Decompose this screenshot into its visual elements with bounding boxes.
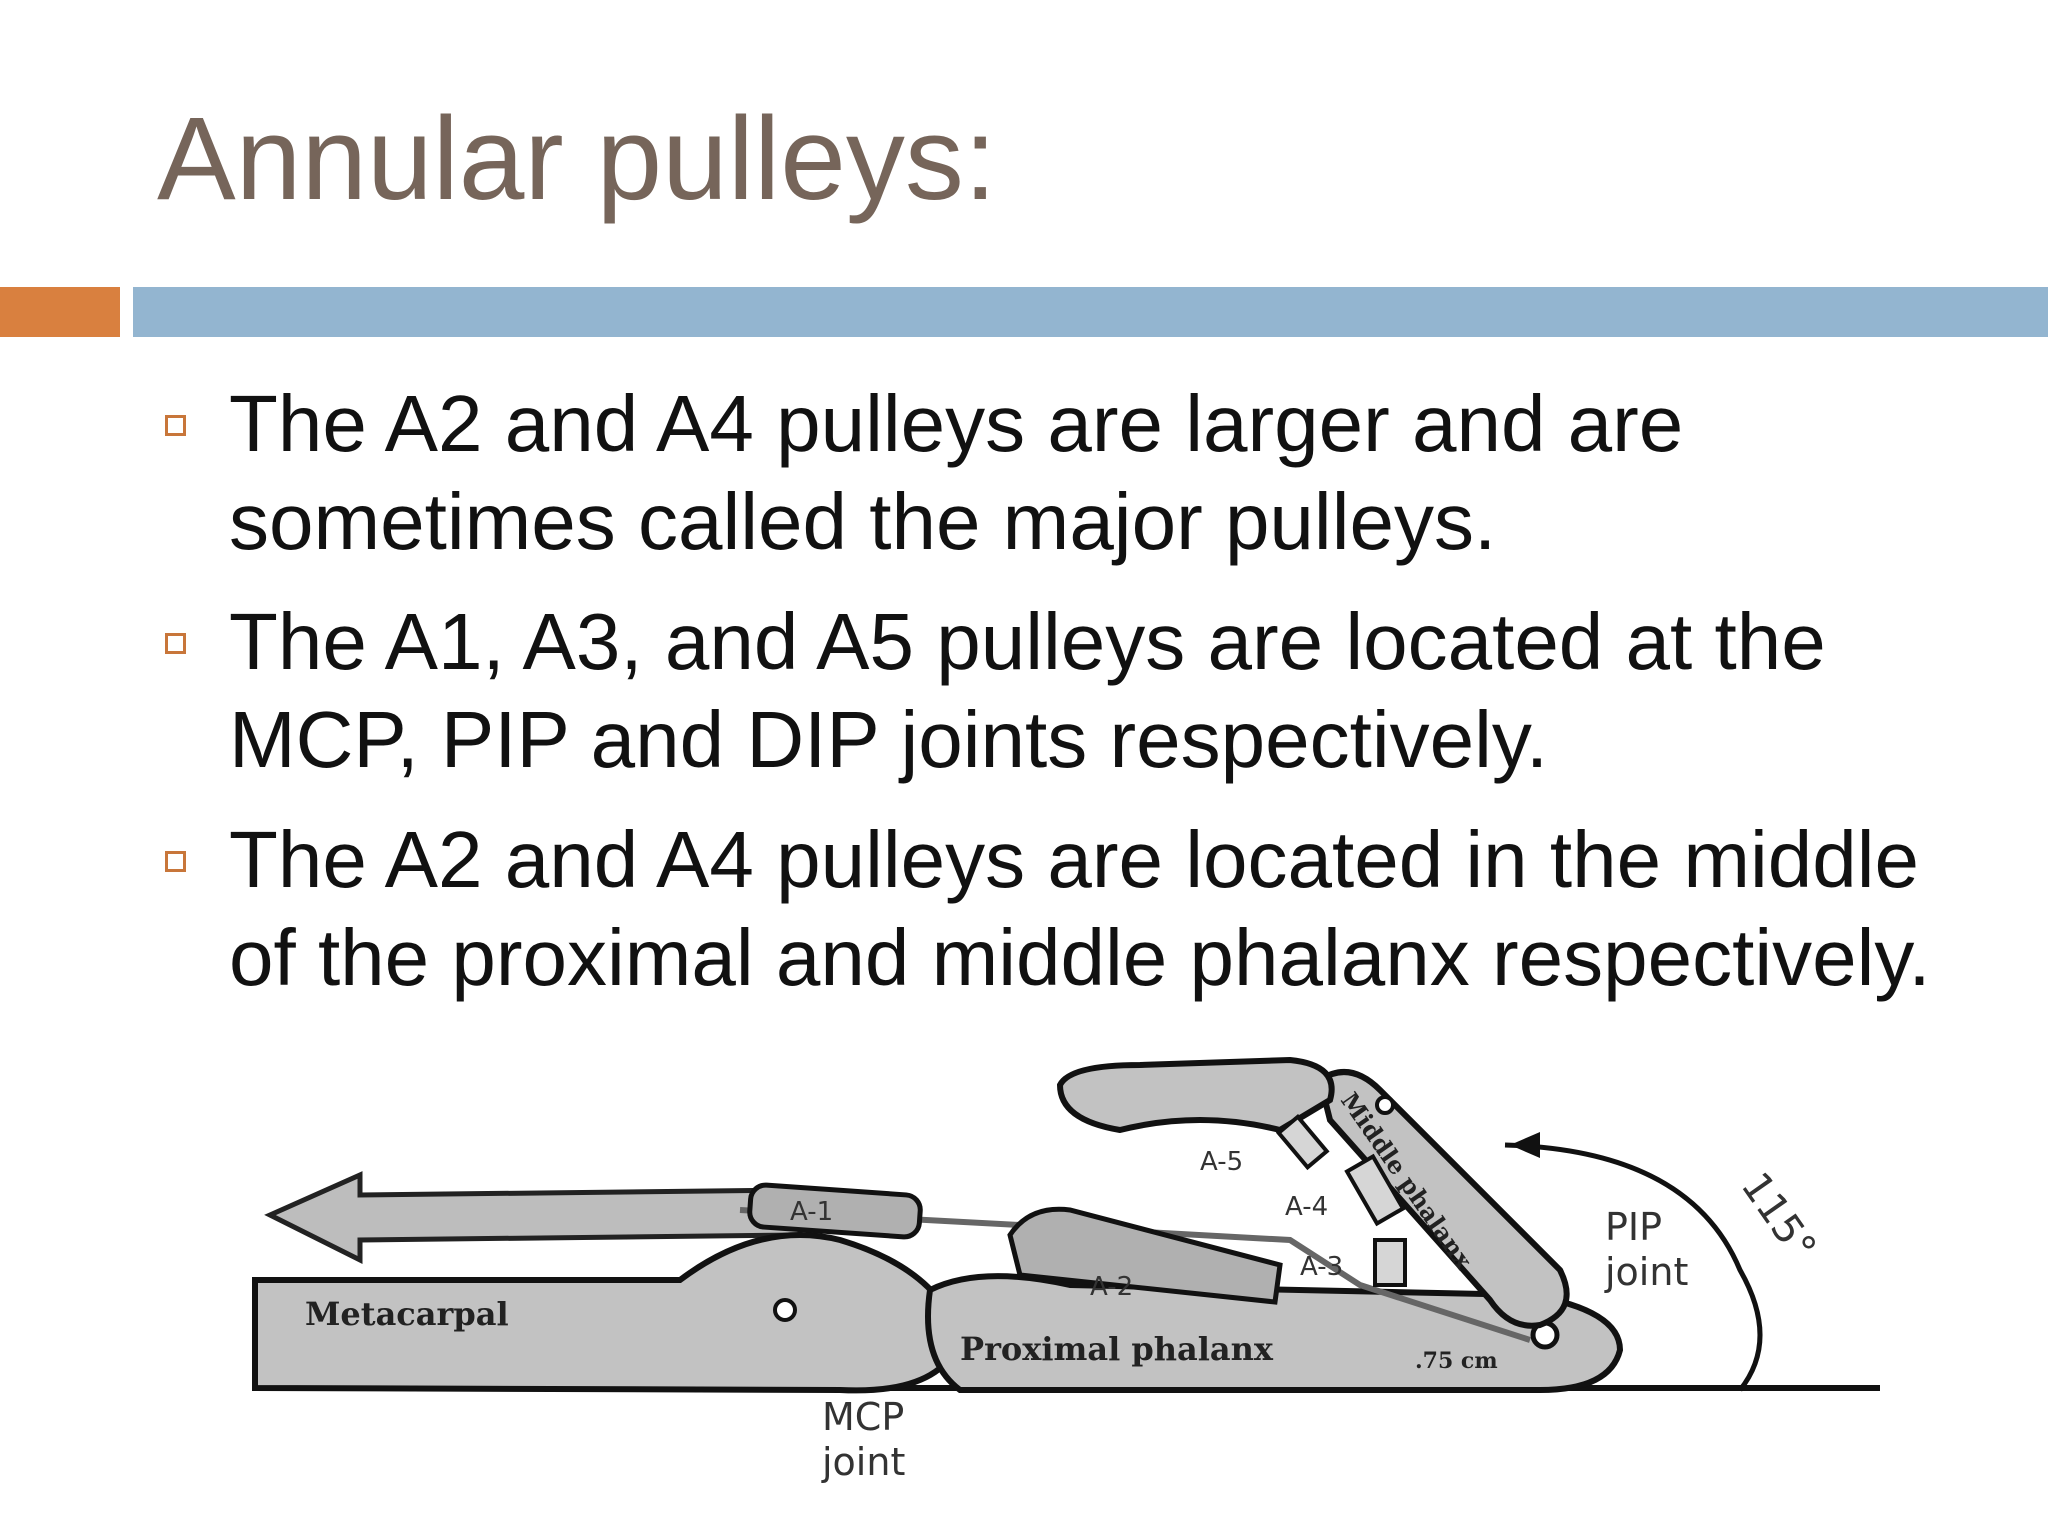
bullet-text: The A2 and A4 pulleys are larger and are… bbox=[229, 379, 1684, 566]
a4-pulley bbox=[1344, 1153, 1406, 1227]
label-mcp-line2: joint bbox=[821, 1440, 905, 1484]
proximal-phalanx-bone bbox=[925, 1273, 1624, 1393]
bullet-item: The A1, A3, and A5 pulleys are located a… bbox=[157, 593, 1957, 789]
label-angle: 115° bbox=[1732, 1164, 1825, 1269]
label-pip-line2: joint bbox=[1604, 1250, 1688, 1294]
a3-pulley bbox=[1373, 1238, 1407, 1287]
bullet-text: The A1, A3, and A5 pulleys are located a… bbox=[229, 597, 1826, 784]
a5-pulley bbox=[1275, 1113, 1330, 1171]
a2-pulley bbox=[1007, 1206, 1283, 1305]
mcp-pivot-icon bbox=[773, 1298, 797, 1322]
label-distance: .75 cm bbox=[1415, 1348, 1498, 1374]
pull-arrow-icon bbox=[264, 1171, 803, 1265]
bullet-item: The A2 and A4 pulleys are larger and are… bbox=[157, 375, 1957, 571]
label-a3: A-3 bbox=[1300, 1252, 1343, 1282]
flexion-angle-arc bbox=[1504, 1142, 1763, 1392]
finger-pulley-diagram: Metacarpal Proximal phalanx Middle phala… bbox=[240, 1040, 1900, 1510]
label-a1: A-1 bbox=[790, 1197, 833, 1227]
bullet-item: The A2 and A4 pulleys are located in the… bbox=[157, 811, 1957, 1007]
label-mcp-line1: MCP bbox=[822, 1395, 904, 1439]
label-a2: A-2 bbox=[1090, 1272, 1133, 1302]
square-bullet-icon bbox=[165, 415, 186, 436]
middle-phalanx-bone bbox=[1316, 1069, 1570, 1329]
a1-pulley bbox=[747, 1182, 923, 1240]
bullet-text: The A2 and A4 pulleys are located in the… bbox=[229, 815, 1931, 1002]
square-bullet-icon bbox=[165, 851, 186, 872]
label-proximal-phalanx: Proximal phalanx bbox=[960, 1330, 1274, 1368]
label-pip-line1: PIP bbox=[1605, 1205, 1662, 1249]
accent-bar-orange bbox=[0, 287, 120, 337]
accent-bar-blue bbox=[133, 287, 2048, 337]
label-a4: A-4 bbox=[1285, 1192, 1328, 1222]
label-a5: A-5 bbox=[1200, 1147, 1243, 1177]
bullet-list: The A2 and A4 pulleys are larger and are… bbox=[157, 375, 1957, 1060]
arc-arrowhead-icon bbox=[1510, 1132, 1540, 1158]
metacarpal-bone bbox=[252, 1232, 964, 1394]
square-bullet-icon bbox=[165, 633, 186, 654]
slide-title: Annular pulleys: bbox=[157, 93, 997, 225]
flexor-tendon bbox=[739, 1207, 1531, 1343]
middle-phalanx-pivot-icon bbox=[1375, 1095, 1395, 1115]
pulley-diagram-svg: Metacarpal Proximal phalanx Middle phala… bbox=[252, 1056, 1880, 1484]
distal-phalanx-bone bbox=[1056, 1056, 1335, 1134]
label-metacarpal: Metacarpal bbox=[305, 1295, 509, 1333]
